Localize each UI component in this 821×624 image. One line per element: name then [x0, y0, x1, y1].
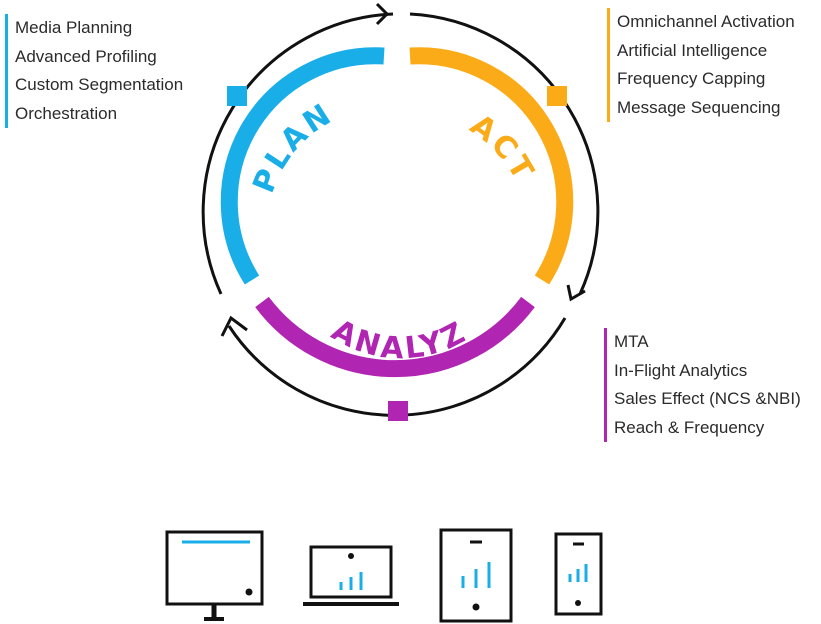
- plan-item: Media Planning: [15, 18, 133, 37]
- act-item: Frequency Capping: [617, 69, 766, 88]
- analyze-legend: MTA In-Flight Analytics Sales Effect (NC…: [604, 328, 801, 442]
- cycle-arrow-top-right: [409, 12, 600, 295]
- plan-item: Custom Segmentation: [15, 75, 184, 94]
- tablet-icon: [439, 528, 513, 623]
- analyze-marker: [388, 401, 408, 421]
- act-item: Artificial Intelligence: [617, 40, 768, 60]
- act-item: Omnichannel Activation: [617, 12, 795, 31]
- act-item: Message Sequencing: [617, 97, 781, 117]
- plan-item: Orchestration: [15, 103, 118, 123]
- monitor-icon: [165, 530, 264, 621]
- arrowhead-left-icon: [220, 315, 248, 337]
- analyze-item: In-Flight Analytics: [614, 360, 748, 380]
- plan-legend: Media Planning Advanced Profiling Custom…: [5, 14, 183, 128]
- laptop-icon: [303, 545, 399, 606]
- act-arc: [409, 47, 574, 285]
- act-legend-bar: [607, 8, 610, 122]
- analyze-item: Reach & Frequency: [614, 417, 765, 437]
- act-marker: [547, 86, 567, 106]
- analyze-item: Sales Effect (NCS &NBI): [614, 389, 801, 408]
- cycle-arrow-left: [201, 12, 394, 295]
- arrowhead-right-icon: [566, 284, 586, 302]
- phone-icon: [554, 532, 603, 616]
- analyze-legend-bar: [604, 328, 607, 442]
- plan-arc: [220, 47, 385, 285]
- analyze-arc: [255, 296, 535, 378]
- plan-item: Advanced Profiling: [15, 46, 157, 66]
- plan-legend-bar: [5, 14, 8, 128]
- act-legend: Omnichannel Activation Artificial Intell…: [607, 8, 795, 122]
- analyze-item: MTA: [614, 332, 649, 351]
- plan-marker: [227, 86, 247, 106]
